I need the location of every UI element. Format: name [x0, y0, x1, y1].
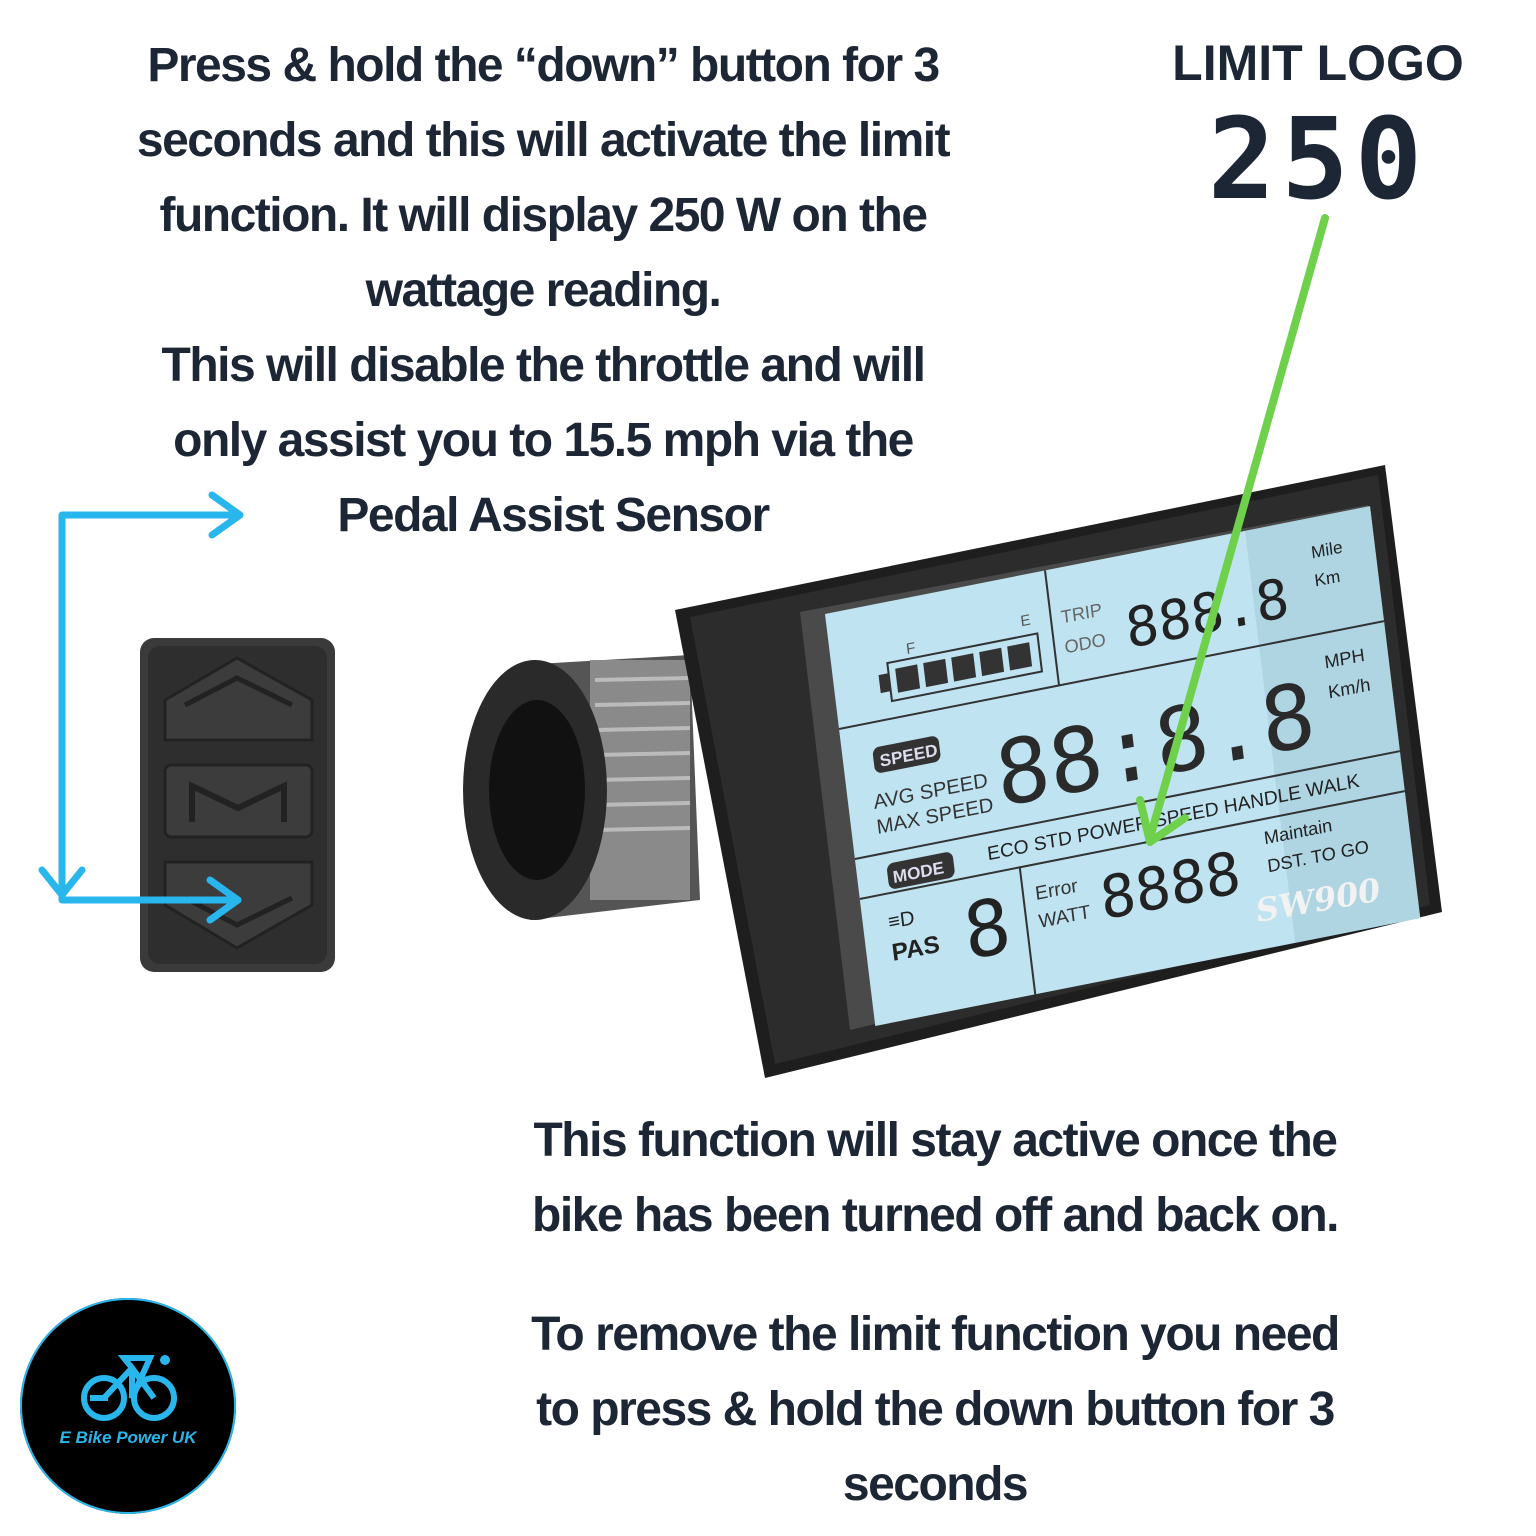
limit-logo-value: 250 — [1207, 95, 1429, 225]
headlight-icon: ≡D — [887, 907, 916, 934]
instruction-line: This function will stay active once the — [533, 1114, 1338, 1167]
instruction-line: Press & hold the “down” button for 3 — [147, 39, 940, 92]
handlebar-clamp — [463, 655, 700, 920]
instruction-line: wattage reading. — [365, 264, 722, 317]
mode-button[interactable] — [163, 763, 314, 839]
instruction-line: To remove the limit function you need — [531, 1308, 1340, 1361]
sw900-display: F E TRIP ODO 888.8 Mile Km SPEED AVG SPE… — [675, 465, 1442, 1078]
lcd-screen: F E TRIP ODO 888.8 Mile Km SPEED AVG SPE… — [825, 506, 1421, 1026]
blue-pointer-arrow — [38, 491, 244, 924]
battery-gauge: F E — [878, 612, 1044, 703]
control-button-pad — [140, 638, 335, 972]
up-button[interactable] — [163, 656, 314, 742]
instruction-line: only assist you to 15.5 mph via the — [173, 414, 914, 467]
instruction-line: Pedal Assist Sensor — [337, 489, 770, 542]
m-icon — [189, 781, 287, 822]
unit-km: Km — [1313, 566, 1341, 591]
green-pointer-arrow — [1136, 214, 1329, 846]
instruction-line: This will disable the throttle and will — [161, 339, 926, 392]
chevron-down-icon — [183, 895, 294, 928]
bicycle-icon — [81, 1355, 177, 1421]
instruction-line: to press & hold the down button for 3 — [536, 1383, 1335, 1436]
brand-name: E Bike Power UK — [59, 1428, 197, 1447]
instruction-line: bike has been turned off and back on. — [532, 1189, 1339, 1242]
battery-full-label: F — [905, 640, 916, 659]
instruction-text-remove: To remove the limit function you need to… — [420, 1297, 1450, 1522]
brand-logo: E Bike Power UK — [20, 1298, 236, 1514]
pas-value: 8 — [959, 881, 1015, 978]
instruction-line: function. It will display 250 W on the — [159, 189, 928, 242]
instruction-line: seconds and this will activate the limit — [136, 114, 951, 167]
instruction-line: seconds — [842, 1458, 1029, 1511]
battery-empty-label: E — [1020, 612, 1032, 631]
instruction-text-persist: This function will stay active once the … — [420, 1103, 1450, 1253]
instruction-text-activate: Press & hold the “down” button for 3 sec… — [0, 28, 1086, 553]
limit-logo-title: LIMIT LOGO — [1172, 35, 1464, 91]
chevron-up-icon — [183, 675, 294, 708]
